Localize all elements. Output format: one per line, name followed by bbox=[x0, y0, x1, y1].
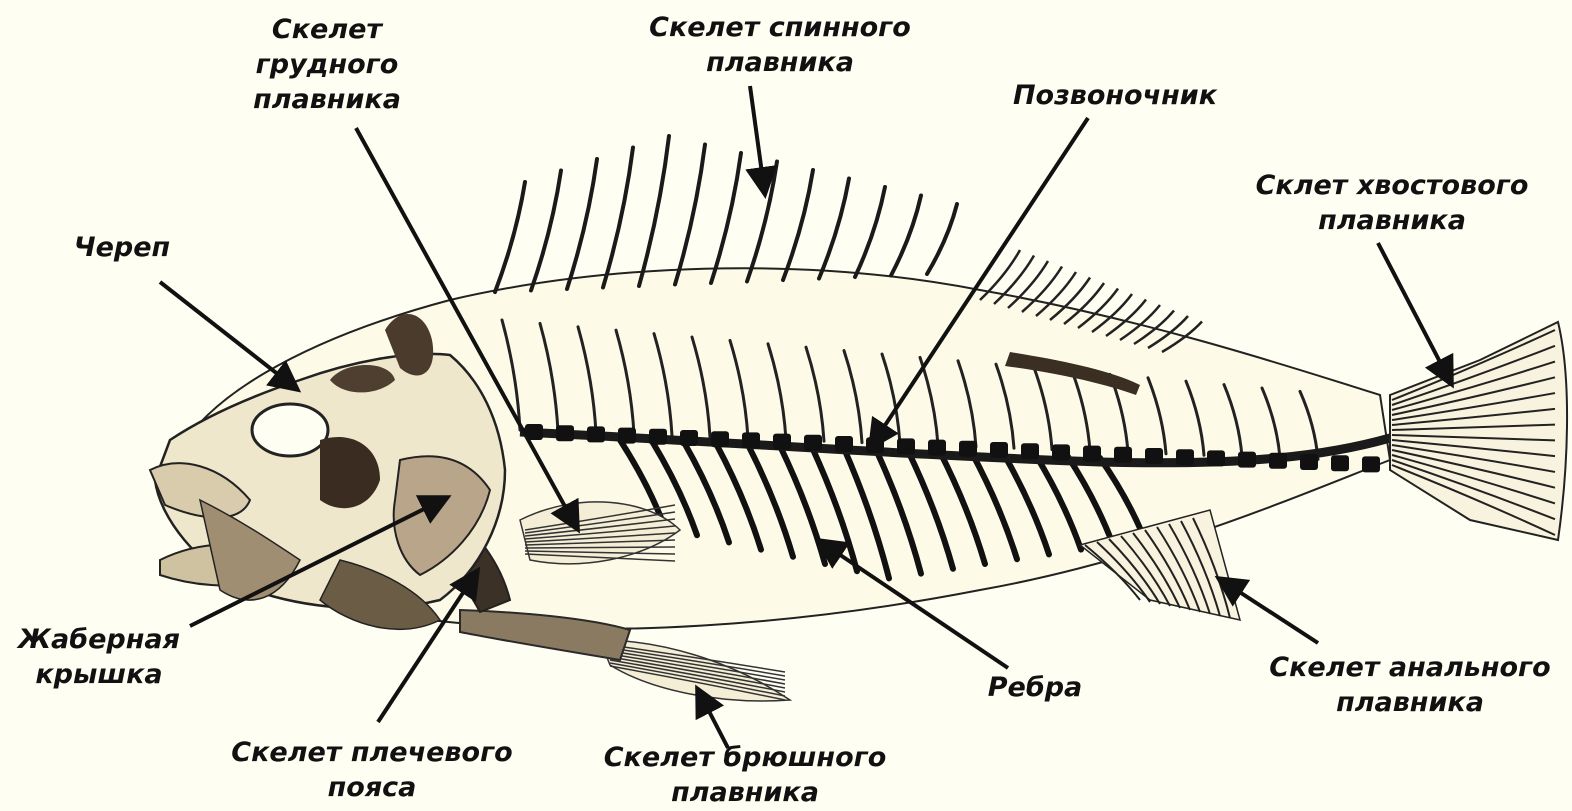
label-line: пояса bbox=[212, 770, 532, 805]
dorsal-spine bbox=[855, 187, 885, 277]
label-line: Позвоночник bbox=[985, 78, 1245, 113]
vertebra bbox=[959, 441, 977, 457]
label-line: Скелет спинного bbox=[630, 10, 930, 45]
vertebra bbox=[587, 426, 605, 442]
dorsal-spine bbox=[783, 170, 813, 280]
label-line: плавника bbox=[1232, 203, 1552, 238]
dorsal-spine bbox=[603, 148, 633, 288]
label-line: Ребра bbox=[975, 670, 1095, 705]
pointer-dorsal-fin bbox=[750, 86, 765, 195]
vertebra bbox=[1021, 443, 1039, 459]
pointer-skull bbox=[160, 282, 298, 390]
vertebra bbox=[897, 438, 915, 454]
label-line: крышка bbox=[4, 657, 194, 692]
dorsal-spine bbox=[927, 204, 957, 274]
label-line: Скелет плечевого bbox=[212, 735, 532, 770]
dorsal-spine bbox=[819, 179, 849, 279]
label-line: Скелет анального bbox=[1252, 650, 1568, 685]
vertebra bbox=[1362, 456, 1380, 472]
dorsal-spine bbox=[567, 159, 597, 289]
vertebra bbox=[618, 428, 636, 444]
label-line: плавника bbox=[232, 82, 422, 117]
label-line: грудного bbox=[232, 47, 422, 82]
vertebra bbox=[649, 429, 667, 445]
vertebra bbox=[1207, 450, 1225, 466]
label-line: плавника bbox=[1252, 685, 1568, 720]
label-line: Скелет брюшного bbox=[590, 740, 900, 775]
label-shoulder-girdle-skeleton: Скелет плечевого пояса bbox=[212, 735, 532, 805]
label-pectoral-fin-skeleton: Скелет грудного плавника bbox=[232, 12, 422, 117]
vertebra bbox=[1300, 454, 1318, 470]
label-caudal-fin-skeleton: Склет хвостового плавника bbox=[1232, 168, 1552, 238]
dorsal-spine bbox=[711, 153, 741, 283]
vertebra bbox=[680, 430, 698, 446]
vertebra bbox=[804, 435, 822, 451]
dorsal-spine bbox=[675, 145, 705, 285]
vertebra bbox=[773, 434, 791, 450]
label-line: Жаберная bbox=[4, 622, 194, 657]
label-line: плавника bbox=[630, 45, 930, 80]
pointer-caudal-fin bbox=[1378, 243, 1452, 385]
dorsal-spine bbox=[531, 171, 561, 291]
dorsal-spine bbox=[639, 136, 669, 286]
caudal-fin bbox=[1390, 322, 1567, 540]
vertebra bbox=[1238, 452, 1256, 468]
vertebra bbox=[1176, 449, 1194, 465]
label-spine: Позвоночник bbox=[985, 78, 1245, 113]
label-line: Склет хвостового bbox=[1232, 168, 1552, 203]
label-pelvic-fin-skeleton: Скелет брюшного плавника bbox=[590, 740, 900, 810]
pectoral-ray bbox=[525, 547, 675, 548]
vertebra bbox=[742, 432, 760, 448]
vertebra bbox=[711, 431, 729, 447]
label-dorsal-fin-skeleton: Скелет спинного плавника bbox=[630, 10, 930, 80]
label-line: Скелет bbox=[232, 12, 422, 47]
vertebra bbox=[556, 425, 574, 441]
label-line: Череп bbox=[62, 230, 182, 265]
dorsal-spine bbox=[891, 196, 921, 276]
vertebra bbox=[1331, 455, 1349, 471]
label-gill-cover: Жаберная крышка bbox=[4, 622, 194, 692]
label-anal-fin-skeleton: Скелет анального плавника bbox=[1252, 650, 1568, 720]
vertebra bbox=[928, 440, 946, 456]
vertebra bbox=[1052, 444, 1070, 460]
vertebra bbox=[1269, 453, 1287, 469]
vertebra bbox=[835, 436, 853, 452]
vertebra bbox=[1145, 448, 1163, 464]
dorsal-spine bbox=[495, 182, 525, 292]
vertebra bbox=[1083, 446, 1101, 462]
label-skull: Череп bbox=[62, 230, 182, 265]
label-ribs: Ребра bbox=[975, 670, 1095, 705]
vertebra bbox=[990, 442, 1008, 458]
label-line: плавника bbox=[590, 775, 900, 810]
vertebra bbox=[1114, 447, 1132, 463]
